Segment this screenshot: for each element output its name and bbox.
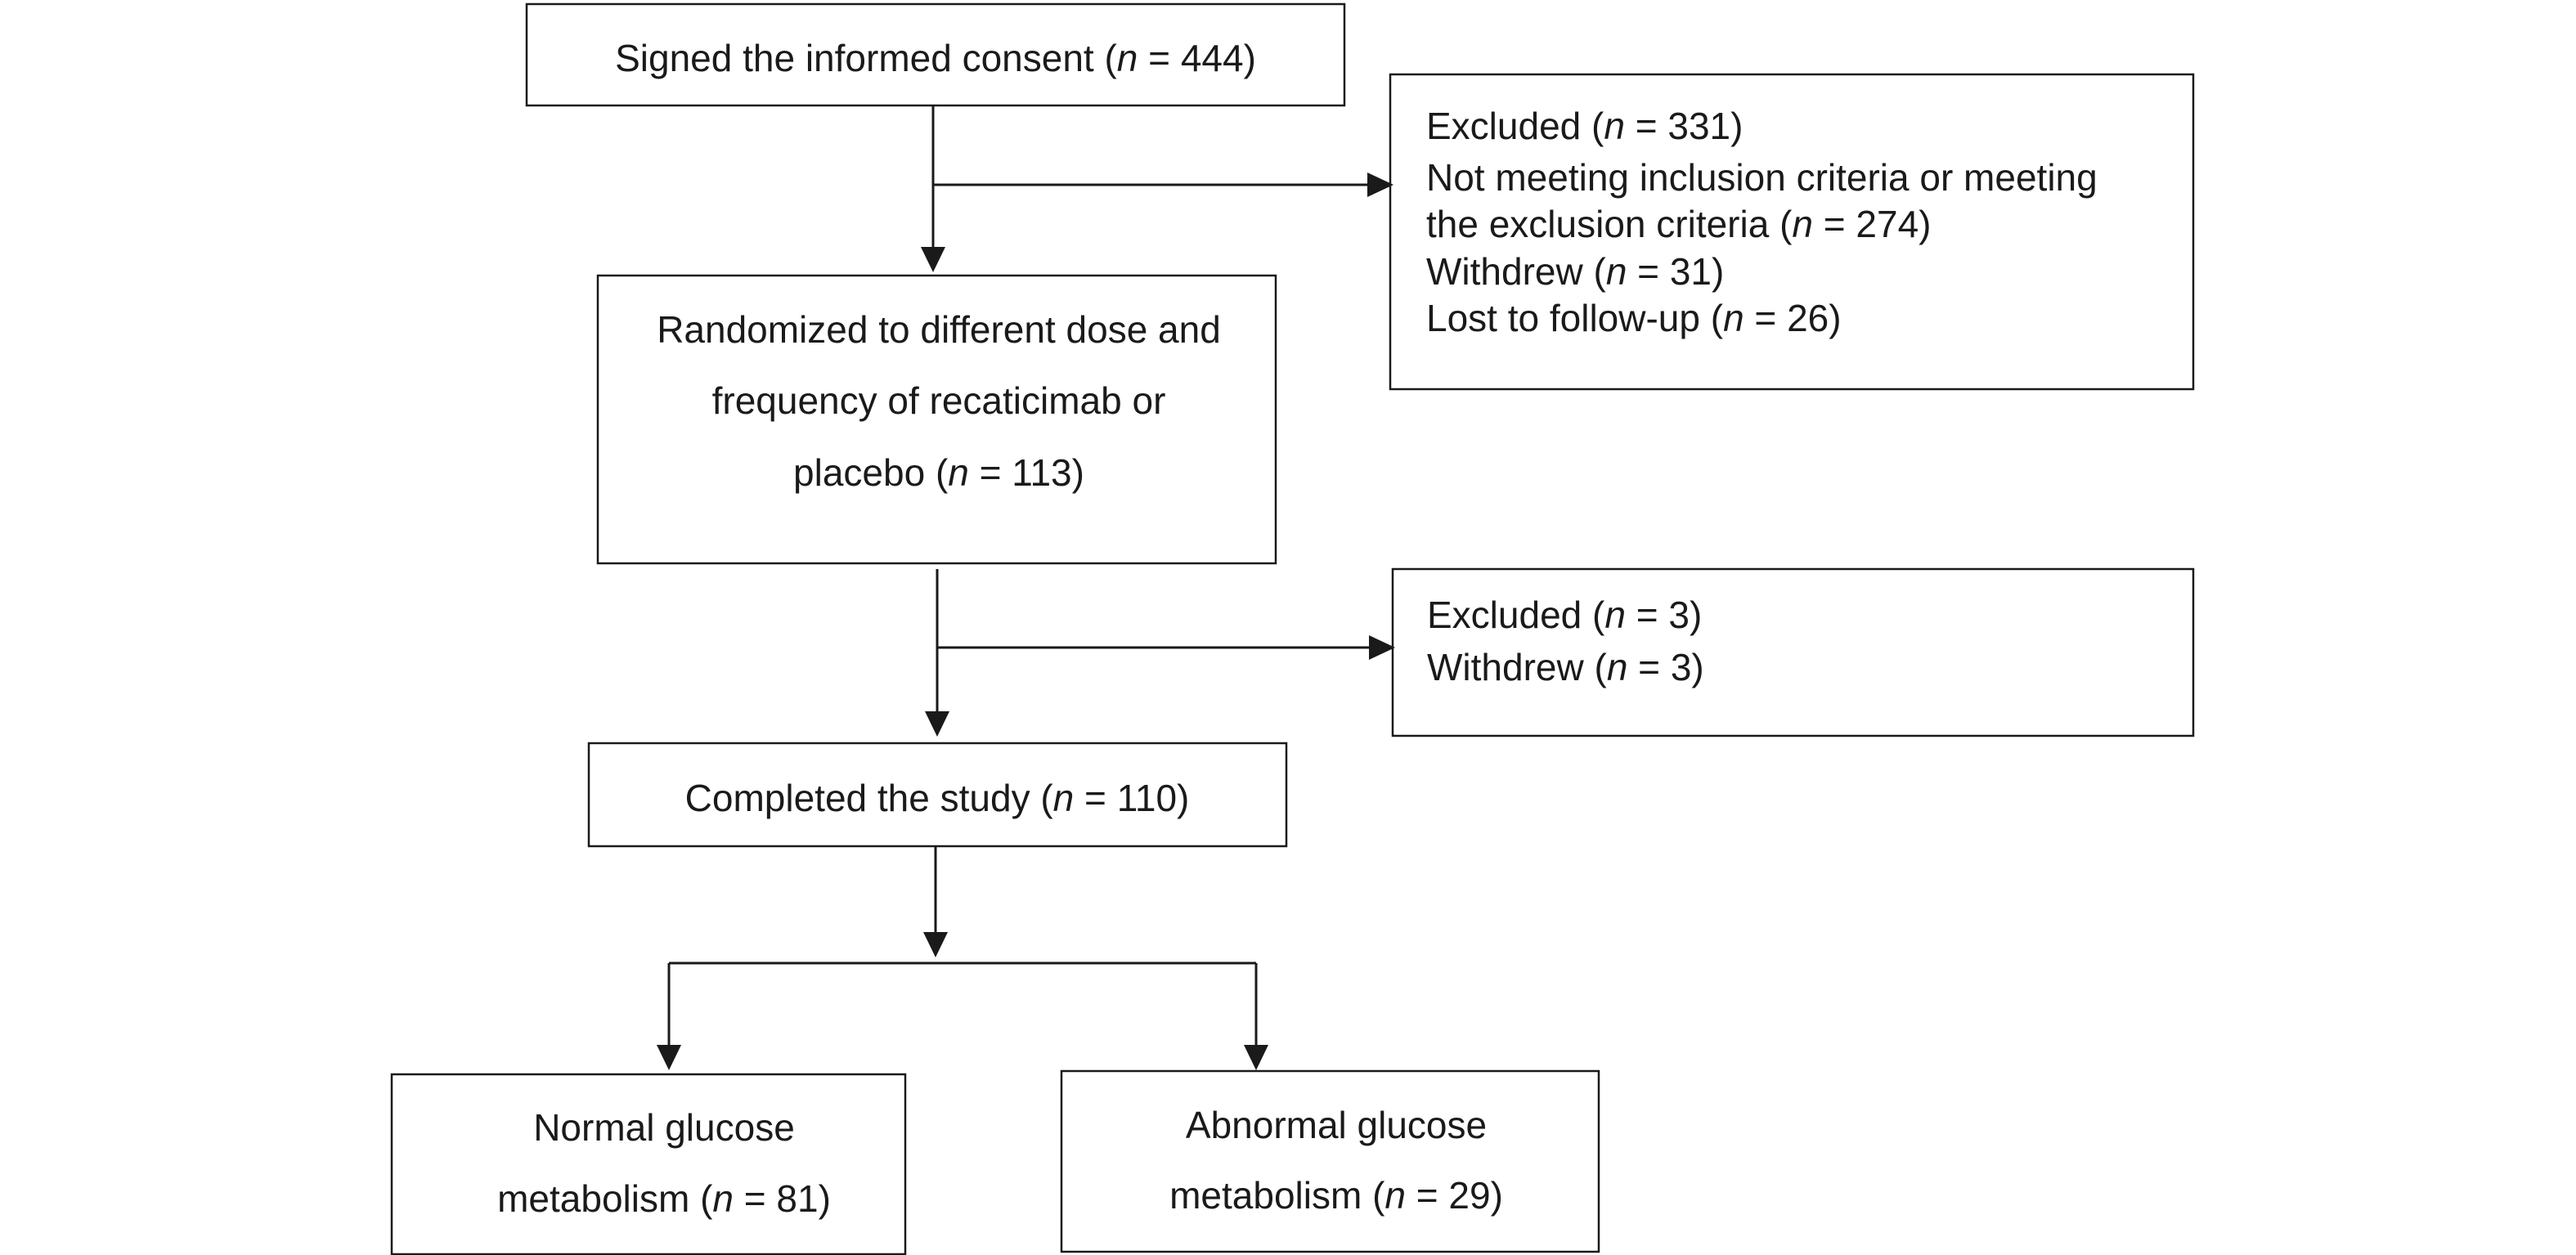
arrowhead-right-excluded-treatment xyxy=(1369,635,1395,660)
randomized-line2: frequency of recaticimab or xyxy=(712,379,1166,422)
completed-node: Completed the study (n = 110) xyxy=(587,742,1288,848)
normal-glucose-line1: Normal glucose xyxy=(533,1106,795,1149)
completed-label: Completed the study (n = 110) xyxy=(685,777,1190,819)
randomized-line3: placebo (n = 113) xyxy=(793,451,1084,494)
normal-glucose-node: Normal glucose metabolism (n = 81) xyxy=(390,1073,907,1255)
arrowhead-down-abnormal xyxy=(1244,1045,1268,1070)
normal-glucose-line2: metabolism (n = 81) xyxy=(497,1177,831,1220)
randomized-node: Randomized to different dose and frequen… xyxy=(596,274,1277,565)
connector-completed-split xyxy=(657,846,1268,1070)
randomized-line1: Randomized to different dose and xyxy=(657,308,1221,351)
consent-box xyxy=(525,2,1346,107)
excluded-treatment-node: Excluded (n = 3) Withdrew (n = 3) xyxy=(1391,567,2195,737)
excluded-criteria-line2: the exclusion criteria (n = 274) xyxy=(1426,203,1932,245)
connector-consent-randomized xyxy=(921,105,1393,272)
normal-glucose-box xyxy=(390,1073,907,1255)
consent-node: Signed the informed consent (n = 444) xyxy=(525,2,1346,107)
arrowhead-right-excluded-screening xyxy=(1367,173,1393,197)
excluded-criteria-line1: Not meeting inclusion criteria or meetin… xyxy=(1426,156,2098,199)
abnormal-glucose-line1: Abnormal glucose xyxy=(1186,1104,1487,1146)
abnormal-glucose-line2: metabolism (n = 29) xyxy=(1169,1174,1503,1217)
excluded-withdrew: Withdrew (n = 31) xyxy=(1426,250,1724,293)
excluded-screening-total: Excluded (n = 331) xyxy=(1426,105,1743,147)
completed-box xyxy=(587,742,1288,848)
connector-randomized-completed xyxy=(925,569,1395,737)
excluded-screening-node: Excluded (n = 331) Not meeting inclusion… xyxy=(1389,73,2195,391)
abnormal-glucose-box xyxy=(1060,1069,1600,1253)
excluded-screening-box xyxy=(1389,73,2195,391)
excluded-treatment-box xyxy=(1391,567,2195,737)
abnormal-glucose-node: Abnormal glucose metabolism (n = 29) xyxy=(1060,1069,1600,1253)
excluded-lost-follow-up: Lost to follow-up (n = 26) xyxy=(1426,297,1842,339)
arrowhead-down-randomized xyxy=(921,247,945,272)
consent-label: Signed the informed consent (n = 444) xyxy=(615,37,1256,79)
arrowhead-down-completed xyxy=(925,711,949,737)
excluded-treatment-total: Excluded (n = 3) xyxy=(1427,594,1702,636)
excluded-treatment-withdrew: Withdrew (n = 3) xyxy=(1427,646,1704,688)
arrowhead-down-split xyxy=(923,932,948,957)
arrowhead-down-normal xyxy=(657,1045,681,1070)
randomized-box xyxy=(596,274,1277,565)
